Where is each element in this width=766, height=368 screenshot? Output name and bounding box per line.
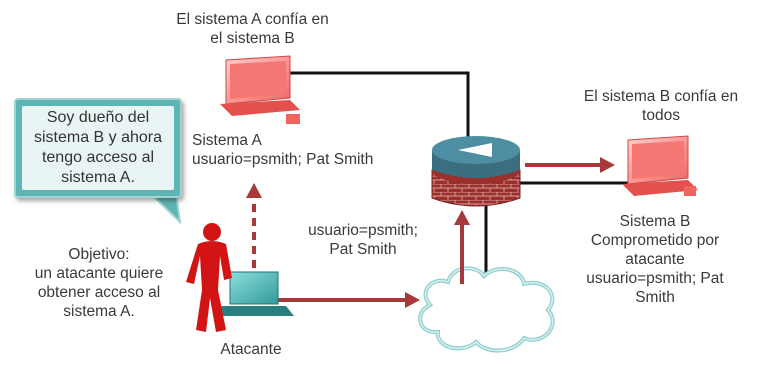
firewall-icon — [431, 136, 521, 207]
credential-label: usuario=psmith; Pat Smith — [308, 222, 418, 258]
objective-text: Objetivo: un atacante quiere obtener acc… — [34, 246, 164, 320]
system-b-status: Comprometido por atacante — [590, 232, 720, 268]
speech-callout: Soy dueño del sistema B y ahora tengo ac… — [14, 98, 182, 198]
computer-b-icon — [622, 135, 698, 196]
laptop-icon — [214, 271, 294, 316]
callout-text: Soy dueño del sistema B y ahora tengo ac… — [33, 109, 163, 186]
system-b-name: Sistema B — [619, 213, 691, 230]
network-links — [290, 71, 628, 280]
cloud-icon — [418, 266, 555, 353]
system-b-user: usuario=psmith; Pat Smith — [586, 270, 724, 306]
computer-a-icon — [220, 55, 300, 124]
system-a-name: Sistema A — [192, 132, 262, 149]
system-b-trust-label: El sistema B confía en todos — [583, 88, 739, 124]
system-a-user: usuario=psmith; Pat Smith — [192, 151, 374, 168]
attacker-icon — [186, 223, 232, 332]
system-a-trust-label: El sistema A confía en el sistema B — [176, 11, 329, 47]
attacker-label: Atacante — [220, 341, 282, 358]
